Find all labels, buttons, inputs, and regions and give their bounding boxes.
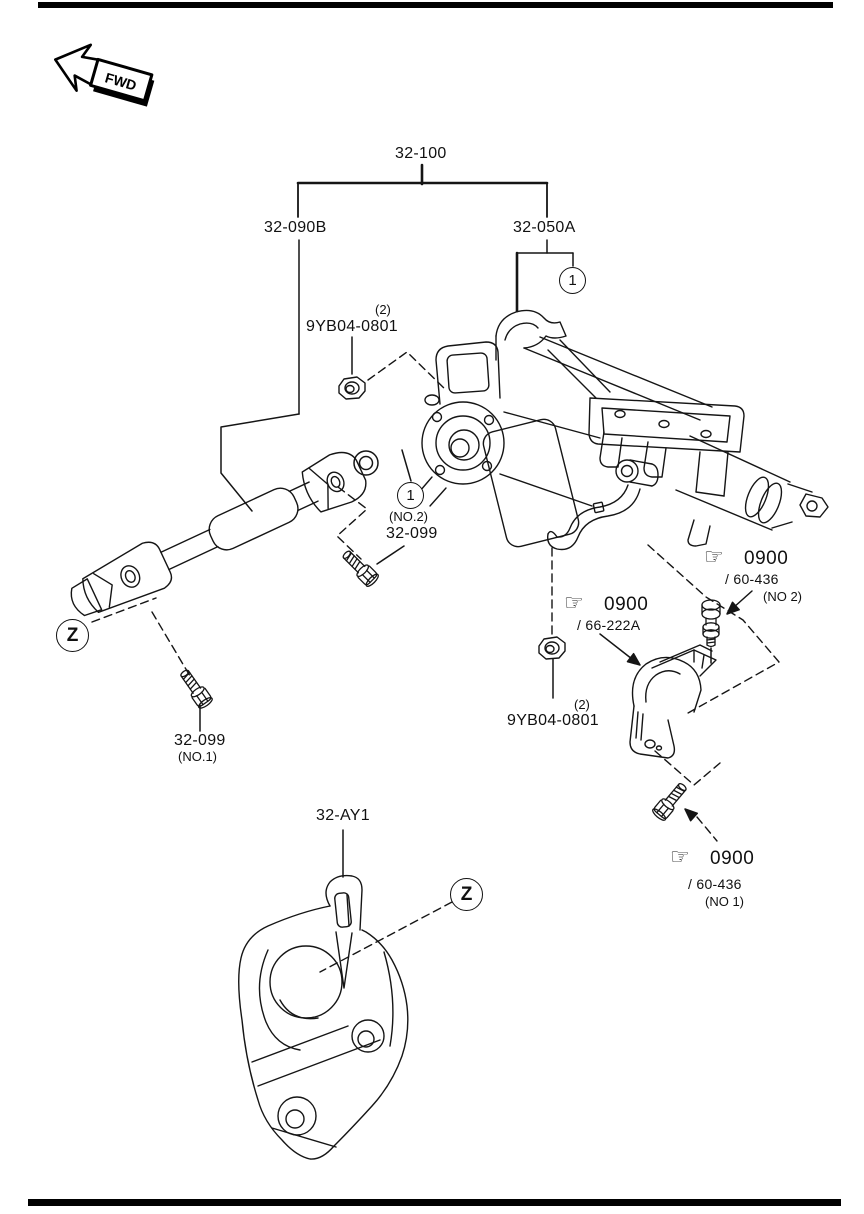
- ref-part-60436-no2: / 60-436: [725, 571, 779, 587]
- bolt-no1-drawing: [180, 669, 213, 709]
- ref-part-60436-no1: / 60-436: [688, 876, 742, 892]
- part-label-32-050a: 32-050A: [513, 219, 576, 236]
- ref-code-66222a: 0900: [604, 594, 649, 615]
- part-label-bolt-no2: 32-099: [386, 525, 438, 542]
- column-clamp-drawing: [629, 644, 717, 759]
- part-label-32-100: 32-100: [395, 145, 447, 162]
- bottom-border: [28, 1199, 841, 1206]
- nut-lower-drawing: [538, 636, 566, 660]
- top-border: [38, 2, 833, 8]
- part-label-32-ay1: 32-AY1: [316, 807, 370, 824]
- dashed-leader-lines: [91, 351, 780, 973]
- hand-pointer-icon: ☞: [564, 591, 584, 616]
- qty-label-nut-upper: (2): [375, 302, 391, 317]
- shaft-end-ring: [353, 450, 379, 476]
- qty-label-nut-lower: (2): [574, 697, 590, 712]
- ref-code-60436-no2: 0900: [744, 548, 789, 569]
- part-label-nut-upper: 9YB04-0801: [306, 318, 398, 335]
- ref-no-60436-no2: (NO 2): [763, 589, 802, 604]
- lower-cover-drawing: [238, 874, 409, 1160]
- zone-z-left: Z: [56, 619, 89, 652]
- leader-lines: [199, 336, 753, 878]
- ref-no-60436-no1: (NO 1): [705, 894, 744, 909]
- hand-pointer-icon: ☞: [670, 845, 690, 870]
- hand-pointer-icon: ☞: [704, 545, 724, 570]
- zone-z-bottom: Z: [450, 878, 483, 911]
- no-label-bolt-no2: (NO.2): [389, 509, 428, 524]
- nut-upper-drawing: [338, 376, 366, 400]
- part-tree-lines: [220, 163, 574, 512]
- steering-column-drawing: [413, 309, 829, 551]
- ref-part-66222a: / 66-222A: [577, 617, 641, 633]
- callout-1-top: 1: [559, 267, 586, 294]
- bolt-60436-no1-drawing: [652, 782, 687, 821]
- part-label-32-090b: 32-090B: [264, 219, 327, 236]
- part-label-bolt-no1: 32-099: [174, 732, 226, 749]
- bolt-no2-drawing: [342, 550, 379, 587]
- intermediate-shaft-drawing: [70, 451, 367, 617]
- callout-1-mid: 1: [397, 482, 424, 509]
- part-label-nut-lower: 9YB04-0801: [507, 712, 599, 729]
- screw-60436-no2-drawing: [701, 599, 721, 648]
- ref-code-60436-no1: 0900: [710, 848, 755, 869]
- no-label-bolt-no1: (NO.1): [178, 749, 217, 764]
- fwd-direction-arrow: FWD: [54, 43, 155, 107]
